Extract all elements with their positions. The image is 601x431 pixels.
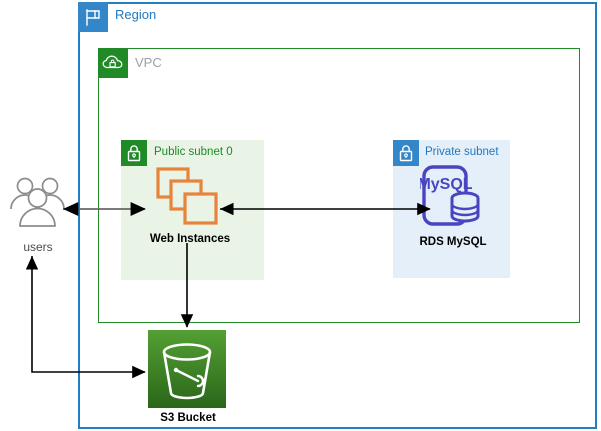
public-subnet-label: Public subnet 0 <box>154 146 233 158</box>
vpc-container <box>98 48 580 323</box>
s3-bucket-icon[interactable] <box>148 330 226 408</box>
private-subnet-lock-icon <box>393 140 419 166</box>
vpc-label: VPC <box>135 55 162 70</box>
rds-mysql-database-icon[interactable]: MySQL <box>417 164 486 229</box>
rds-mysql-label: RDS MySQL <box>419 236 487 248</box>
s3-bucket-label: S3 Bucket <box>160 412 216 424</box>
region-flag-icon <box>78 2 108 32</box>
users-label: users <box>23 240 53 254</box>
region-label: Region <box>115 7 157 22</box>
public-subnet-lock-icon <box>121 140 147 166</box>
svg-text:MySQL: MySQL <box>420 176 473 193</box>
vpc-cloud-lock-icon <box>98 48 128 78</box>
ec2-instances-icon[interactable] <box>155 166 225 228</box>
private-subnet-label: Private subnet <box>425 146 499 158</box>
users-icon[interactable] <box>7 172 69 234</box>
web-instances-label: Web Instances <box>149 233 231 245</box>
